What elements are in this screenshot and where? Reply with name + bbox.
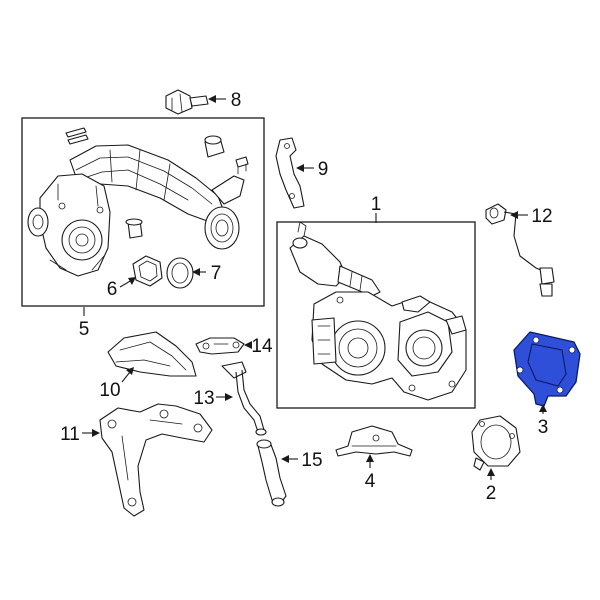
part-15-hose[interactable] [256, 439, 287, 507]
callout-4: 4 [365, 471, 376, 492]
callout-12: 12 [531, 206, 552, 227]
part-8-sensor[interactable] [165, 89, 209, 115]
part-2-gasket[interactable] [471, 415, 521, 471]
callout-10: 10 [99, 380, 120, 401]
callout-9: 9 [318, 159, 329, 180]
clip-brackets [65, 127, 89, 145]
callout-15: 15 [301, 450, 322, 471]
part-6-gasket[interactable] [132, 255, 163, 287]
part-9-bracket[interactable] [275, 137, 305, 209]
part-11-bracket[interactable] [99, 403, 213, 517]
part-5-intake-pipe[interactable] [27, 144, 245, 277]
stud-bolt [235, 156, 249, 175]
connector-plug [125, 218, 143, 239]
callout-8: 8 [231, 90, 242, 111]
callout-11: 11 [60, 424, 80, 445]
part-12-sensor-wire[interactable] [485, 203, 555, 297]
part-3-gasket-highlighted[interactable] [513, 331, 581, 407]
part-3-opening [527, 343, 567, 387]
part-3-shape [513, 331, 581, 407]
callout-5: 5 [79, 319, 90, 340]
part-4-bracket[interactable] [335, 425, 413, 457]
part-10-heat-shield[interactable] [107, 331, 197, 377]
part-1-turbocharger[interactable] [289, 221, 467, 401]
callout-1: 1 [371, 194, 382, 215]
callout-14: 14 [251, 336, 273, 357]
part-14-gasket[interactable] [195, 337, 245, 355]
part-13-pipe[interactable] [221, 361, 267, 436]
part-7-o-ring[interactable] [166, 257, 194, 289]
callout-13: 13 [193, 388, 214, 409]
callout-3: 3 [538, 417, 549, 438]
rubber-insulator [204, 135, 225, 158]
callout-labels: 1 2 3 4 5 6 7 8 9 10 11 12 13 14 15 [60, 90, 552, 504]
leader-lines [82, 95, 547, 480]
intake-assembly-box [21, 117, 265, 307]
callout-2: 2 [486, 483, 497, 504]
callout-7: 7 [211, 263, 222, 284]
callout-6: 6 [107, 279, 118, 300]
